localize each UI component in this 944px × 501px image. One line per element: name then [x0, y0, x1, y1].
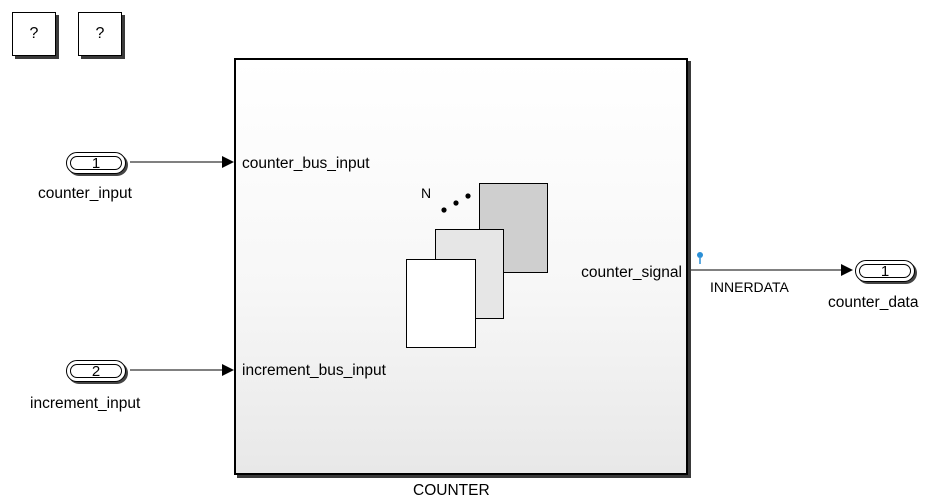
inport-1-label: counter_input: [38, 185, 132, 202]
icon-letter-n: N: [421, 185, 432, 201]
subsystem-input-port-label-2: increment_bus_input: [242, 362, 386, 379]
outport-1-number: 1: [880, 262, 890, 280]
inport-2[interactable]: 2: [66, 360, 126, 382]
inport-2-number: 2: [91, 362, 101, 380]
signal-name-innerdata: INNERDATA: [710, 279, 789, 295]
annotation-box-1[interactable]: ?: [12, 12, 56, 56]
page-front-icon: [406, 259, 476, 348]
subsystem-name: COUNTER: [413, 482, 490, 499]
outport-1[interactable]: 1: [855, 260, 915, 282]
signal-log-marker-icon: [697, 252, 703, 264]
inport-1-number: 1: [91, 154, 101, 172]
subsystem-input-port-label-1: counter_bus_input: [242, 155, 370, 172]
arrow-counter-data: [841, 264, 853, 276]
outport-1-label: counter_data: [828, 294, 919, 311]
counter-subsystem-block[interactable]: counter_bus_input increment_bus_input co…: [234, 58, 688, 475]
ellipsis-dots-icon: [441, 193, 471, 213]
arrow-increment-bus-input: [222, 364, 234, 376]
inport-1[interactable]: 1: [66, 152, 126, 174]
annotation-text-2: ?: [95, 25, 105, 42]
annotation-text-1: ?: [29, 25, 39, 42]
inport-2-label: increment_input: [30, 395, 141, 412]
subsystem-output-port-label: counter_signal: [581, 264, 682, 281]
annotation-box-2[interactable]: ?: [78, 12, 122, 56]
arrow-counter-bus-input: [222, 156, 234, 168]
